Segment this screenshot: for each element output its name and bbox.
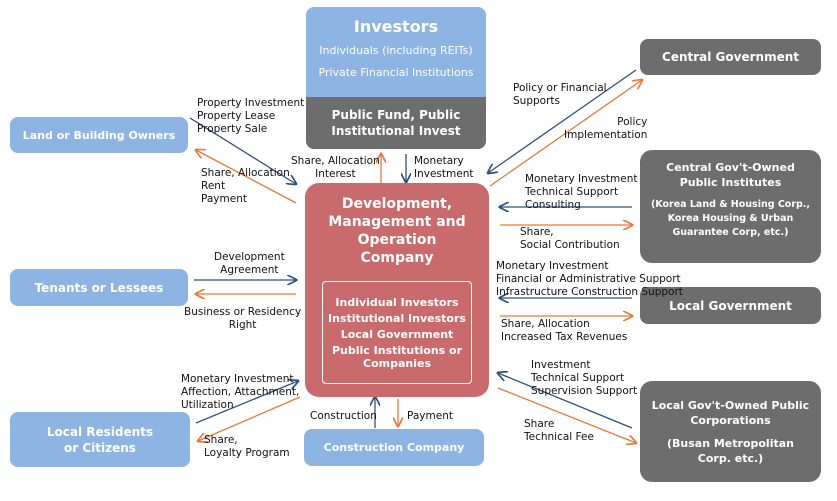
tenants-box: Tenants or Lessees <box>10 269 188 306</box>
member-local-government: Local Government <box>340 327 454 341</box>
arrow-central-out <box>489 80 642 187</box>
center-company-title: Development, Management and Operation Co… <box>328 196 466 266</box>
central-institutes-box: Central Gov't-Owned Public Institutes (K… <box>640 150 821 263</box>
label-localgov-out: Share, Allocation Increased Tax Revenues <box>501 318 628 343</box>
label-corp-out: Share Technical Fee <box>524 418 594 443</box>
label-central-out: Policy Implementation <box>564 116 648 141</box>
label-land-in: Property Investment Property Lease Prope… <box>197 97 305 135</box>
label-corp-in: Investment Technical Support Supervision… <box>531 359 638 397</box>
investors-private-financial: Private Financial Institutions <box>318 66 474 79</box>
center-members-bracket: Individual Investors Institutional Inves… <box>322 281 472 384</box>
label-construction-out: Payment <box>407 410 453 422</box>
arrow-resident-in <box>195 381 298 424</box>
arrow-land-in <box>189 117 296 184</box>
central-institutes-title: Central Gov't-Owned Public Institutes <box>666 161 795 189</box>
label-construction-in: Construction <box>310 410 377 422</box>
label-resident-in: Monetary Investment Affection, Attachmen… <box>181 373 300 411</box>
local-government-label: Local Government <box>669 298 792 313</box>
arrow-resident-out <box>198 396 301 441</box>
central-government-label: Central Government <box>662 50 799 64</box>
member-institutional-investors: Institutional Investors <box>328 311 466 325</box>
residents-box: Local Residents or Citizens <box>10 412 190 467</box>
arrow-land-out <box>196 150 297 204</box>
label-tenant-in: Development Agreement <box>214 251 285 276</box>
label-investors-in: Monetary Investment <box>414 155 474 180</box>
construction-company-box: Construction Company <box>304 429 484 466</box>
arrow-corp-out <box>497 387 636 443</box>
investors-title: Investors <box>353 17 439 36</box>
local-corporations-title: Local Gov't-Owned Public Corporations <box>651 398 810 427</box>
central-institutes-sub: (Korea Land & Housing Corp., Korea Housi… <box>650 199 811 238</box>
land-owners-label: Land or Building Owners <box>22 128 176 142</box>
public-fund-box: Public Fund, Public Institutional Invest <box>306 97 486 149</box>
central-government-box: Central Government <box>640 39 821 75</box>
residents-label: Local Residents or Citizens <box>46 424 154 455</box>
label-tenant-out: Business or Residency Right <box>184 306 302 331</box>
label-resident-out: Share, Loyalty Program <box>204 434 290 459</box>
local-government-box: Local Government <box>640 287 821 324</box>
label-central-in: Policy or Financial Supports <box>513 82 607 107</box>
member-public-institutions: Public Institutions or Companies <box>331 343 463 370</box>
land-owners-box: Land or Building Owners <box>10 117 188 153</box>
arrow-corp-in <box>498 373 633 429</box>
label-localgov-in: Monetary Investment Financial or Adminis… <box>496 260 683 298</box>
label-investors-out: Share, Allocation Interest <box>291 155 380 180</box>
label-institutes-out: Share, Social Contribution <box>520 226 620 251</box>
local-corporations-box: Local Gov't-Owned Public Corporations (B… <box>640 381 821 482</box>
label-institutes-in: Monetary Investment Technical Support Co… <box>525 173 638 211</box>
tenants-label: Tenants or Lessees <box>34 280 164 295</box>
arrow-central-in <box>488 69 637 173</box>
local-corporations-sub: (Busan Metropolitan Corp. etc.) <box>666 436 794 465</box>
investors-individuals: Individuals (including REITs) <box>319 44 473 57</box>
public-fund-label: Public Fund, Public Institutional Invest <box>331 108 461 138</box>
member-individual-investors: Individual Investors <box>335 295 459 309</box>
center-company-box: Development, Management and Operation Co… <box>305 183 489 397</box>
construction-company-label: Construction Company <box>323 441 465 454</box>
label-land-out: Share, Allocation Rent Payment <box>201 167 290 205</box>
